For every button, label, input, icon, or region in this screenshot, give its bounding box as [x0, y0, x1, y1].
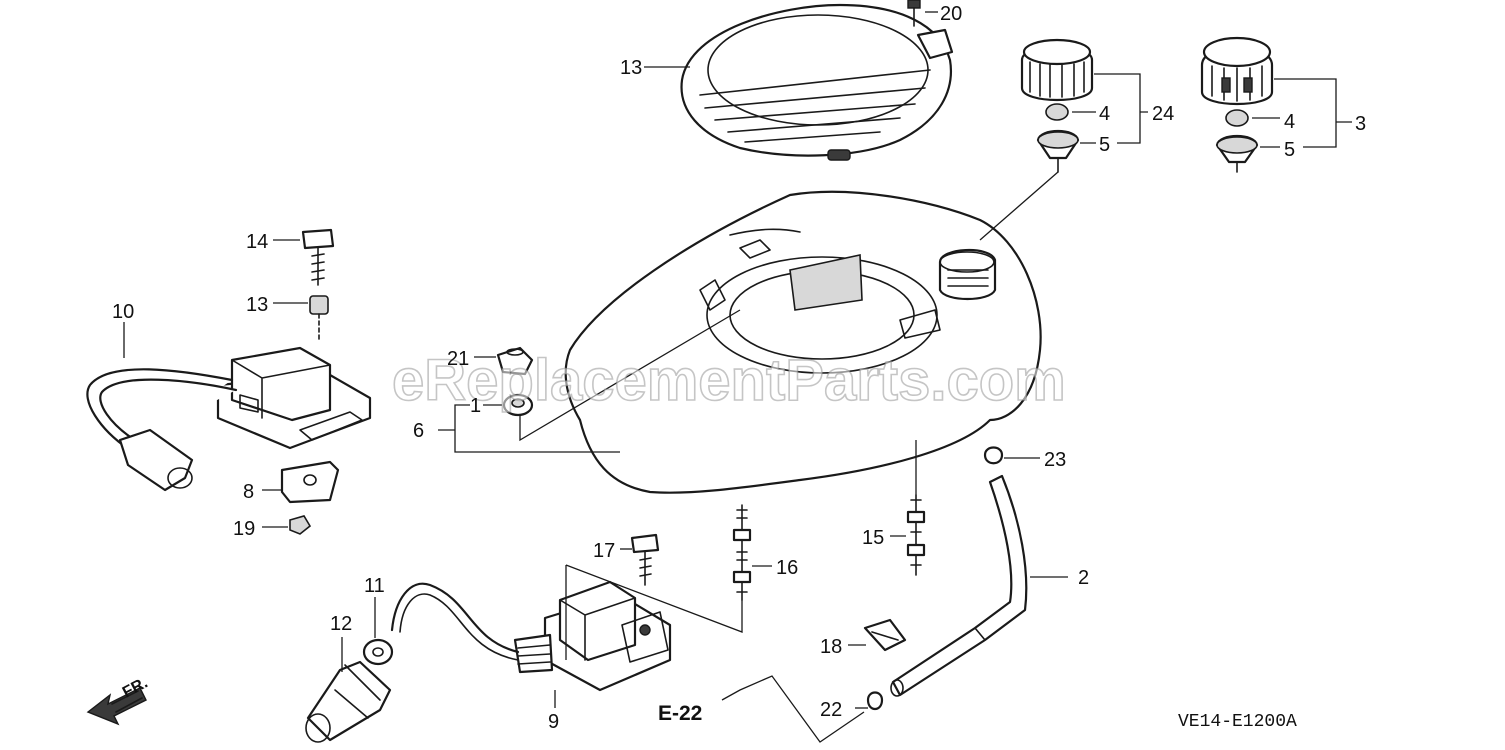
cap-packing-4a — [1045, 103, 1069, 121]
tube-clip-22 — [866, 691, 884, 711]
stud-bolt-15 — [906, 494, 926, 576]
recoil-starter-cover — [680, 3, 954, 161]
bolt-20 — [907, 0, 921, 27]
fuel-cap-3 — [1200, 36, 1274, 106]
callout-5b: 5 — [1284, 139, 1295, 161]
callout-3: 3 — [1355, 113, 1366, 135]
fuel-cap-24 — [1020, 38, 1094, 102]
callout-1: 1 — [470, 395, 481, 417]
cap-filter-5b — [1215, 134, 1259, 173]
tube-clip-23 — [983, 446, 1004, 465]
callout-21: 21 — [447, 348, 469, 370]
ignition-coil-10 — [86, 346, 372, 492]
cap-filter-5a — [1036, 129, 1080, 173]
callout-19: 19 — [233, 518, 255, 540]
callout-10: 10 — [112, 301, 134, 323]
watermark: eReplacementParts.com — [392, 348, 1066, 413]
bracket-8 — [280, 460, 340, 504]
callout-20: 20 — [940, 3, 962, 25]
callout-12: 12 — [330, 613, 352, 635]
callout-4b: 4 — [1284, 111, 1295, 133]
tube-clamp-18 — [863, 618, 907, 652]
spark-plug-cap-12 — [305, 660, 392, 743]
callout-5a: 5 — [1099, 134, 1110, 156]
callout-15: 15 — [862, 527, 884, 549]
nut-21 — [496, 346, 534, 376]
callout-18: 18 — [820, 636, 842, 658]
callout-16: 16 — [776, 557, 798, 579]
reference-e22: E-22 — [658, 702, 702, 725]
cap-packing-4b — [1225, 109, 1249, 127]
spacer-13 — [309, 295, 329, 341]
callout-22: 22 — [820, 699, 842, 721]
callout-2: 2 — [1078, 567, 1089, 589]
callout-8: 8 — [243, 481, 254, 503]
callout-4a: 4 — [1099, 103, 1110, 125]
stud-bolt-16 — [732, 504, 752, 601]
callout-7: 13 — [620, 57, 642, 79]
bolt-17 — [630, 533, 660, 586]
callout-11: 11 — [364, 575, 385, 597]
callout-labels: 13 20 4 24 5 4 3 5 14 13 10 21 1 6 8 19 … — [112, 3, 1366, 733]
front-direction-arrow — [86, 687, 147, 726]
callout-9: 9 — [548, 711, 559, 733]
callout-6: 6 — [413, 420, 424, 442]
leader-lines — [123, 11, 1352, 743]
callout-24: 24 — [1152, 103, 1174, 125]
grommet-1 — [502, 393, 534, 417]
nut-19 — [289, 515, 312, 535]
drawing-code: VE14-E1200A — [1178, 712, 1297, 732]
ignition-coil-9 — [390, 580, 672, 692]
callout-14: 14 — [246, 231, 268, 253]
bolt-14 — [301, 228, 335, 286]
callout-17: 17 — [593, 540, 615, 562]
washer-11 — [362, 638, 394, 666]
callout-23: 23 — [1044, 449, 1066, 471]
callout-13: 13 — [246, 294, 268, 316]
fan-cover-shroud — [564, 190, 1042, 494]
fuel-tube-2 — [890, 474, 1028, 697]
